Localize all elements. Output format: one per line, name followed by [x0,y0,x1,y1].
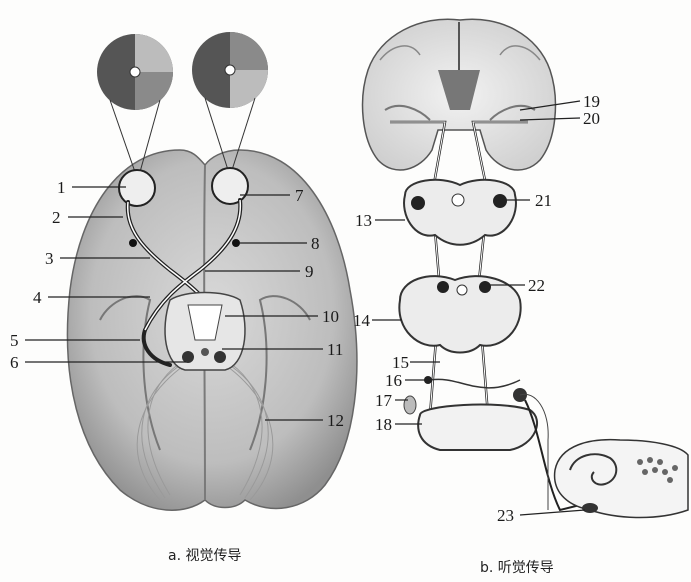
pineal-dot [201,348,209,356]
aqueduct-top [452,194,464,206]
caption-b: b. 听觉传导 [480,560,554,576]
left-ganglion-dot [129,239,137,247]
label-17: 17 [375,391,393,410]
left-ic-nucleus [437,281,449,293]
lateral-lemniscus [430,379,520,388]
label-14: 14 [353,311,371,330]
label-6: 6 [10,353,19,372]
label-12: 12 [327,411,344,430]
label-9: 9 [305,262,314,281]
label-3: 3 [45,249,54,268]
aqueduct-mid [457,285,467,295]
right-visual-field [192,32,268,108]
label-21: 21 [535,191,552,210]
right-lgn-nucleus [214,351,226,363]
label-20: 20 [583,109,600,128]
label-1: 1 [57,178,66,197]
label-22: 22 [528,276,545,295]
label-10: 10 [322,307,339,326]
label-4: 4 [33,288,42,307]
left-eyeball [119,170,155,206]
right-ganglion-dot [232,239,240,247]
left-lgn-nucleus [182,351,194,363]
accessory-nucleus [404,396,416,414]
label-23: 23 [497,506,514,525]
right-mgb-nucleus [493,194,507,208]
right-eyeball [212,168,248,204]
visual-pathway-figure: 1 2 3 4 5 6 7 8 9 10 11 12 a. 视觉传导 [10,32,357,564]
left-visual-field [97,34,173,110]
spiral-ganglion [582,503,598,513]
label-8: 8 [311,234,320,253]
label-5: 5 [10,331,19,350]
label-16: 16 [385,371,402,390]
label-15: 15 [392,353,409,372]
label-2: 2 [52,208,61,227]
caption-a: a. 视觉传导 [168,548,241,564]
left-mgb-nucleus [411,196,425,210]
label-18: 18 [375,415,392,434]
auditory-pathway-figure: 19 20 21 13 22 14 15 16 17 18 23 b. 听觉传导 [353,19,688,576]
label-13: 13 [355,211,372,230]
right-ic-nucleus [479,281,491,293]
pons-section [418,405,537,450]
label-11: 11 [327,340,343,359]
label-7: 7 [295,186,304,205]
medial-geniculate-section [404,180,516,245]
